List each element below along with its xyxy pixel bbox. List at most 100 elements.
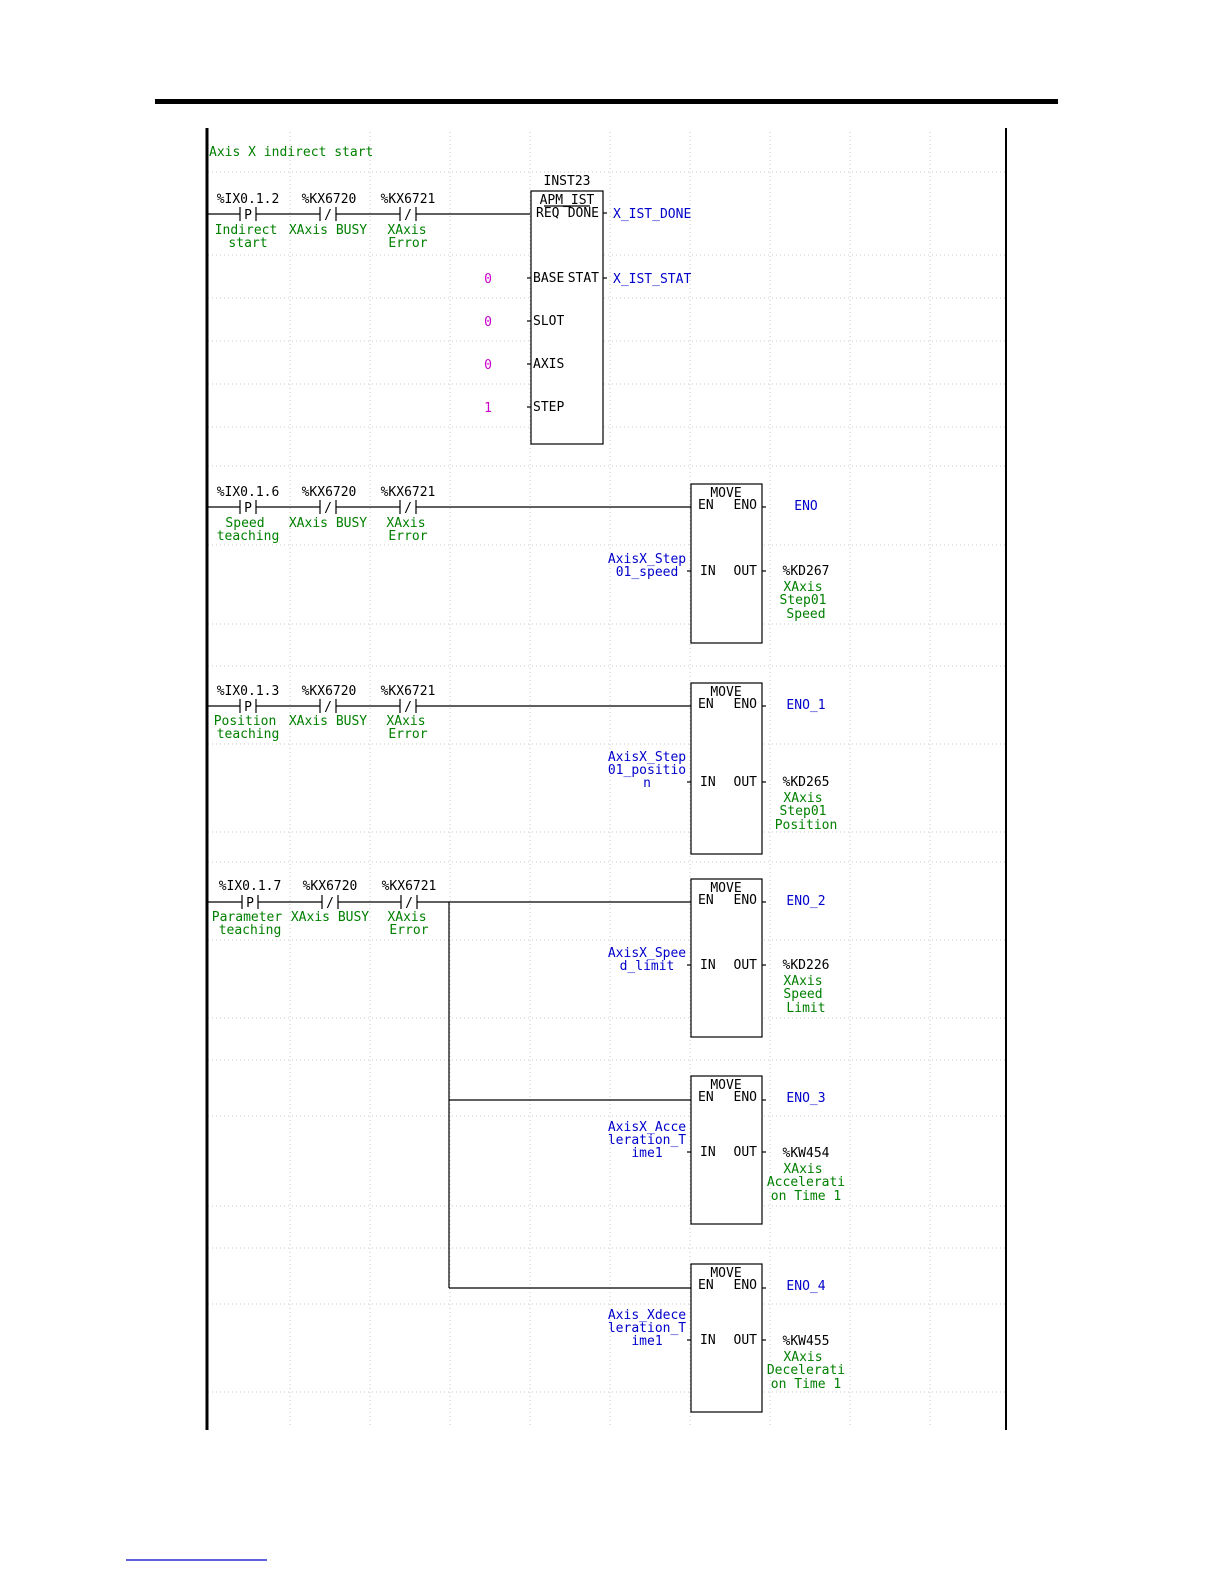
pin-out: OUT	[734, 775, 758, 790]
pin-slot: SLOT	[533, 314, 564, 329]
contact-label-line: Parameter	[212, 910, 283, 925]
contact-symbol: /	[326, 896, 334, 911]
pin-en: EN	[698, 1090, 714, 1105]
move-block[interactable]: MOVE EN ENO IN OUT AxisX_Step 01_speed E…	[608, 483, 830, 644]
contact-parameter-teaching[interactable]: %IX0.1.7 P Parameter teaching	[208, 879, 322, 938]
input-var-line: n	[643, 776, 651, 791]
contact-label-line: Position	[214, 714, 277, 729]
contact-address: %KX6721	[381, 485, 436, 500]
eno-output-var[interactable]: ENO_4	[786, 1279, 825, 1294]
contact-label-line: teaching	[217, 529, 280, 544]
pin-in: IN	[700, 1145, 716, 1160]
contact-xaxis-error[interactable]: %KX6721 / XAxis Error	[381, 485, 691, 544]
contact-symbol: P	[244, 501, 252, 516]
output-address: %KW455	[783, 1334, 830, 1349]
contact-xaxis-busy[interactable]: %KX6720 / XAxis BUSY	[291, 879, 401, 925]
contact-position-teaching[interactable]: %IX0.1.3 P Position teaching	[208, 684, 320, 742]
contact-xaxis-busy[interactable]: %KX6720 / XAxis BUSY	[289, 684, 400, 729]
contact-xaxis-error[interactable]: %KX6721 / XAxis Error	[382, 879, 691, 938]
output-label-line: Limit	[786, 1001, 825, 1016]
move-block[interactable]: MOVE EN ENO IN OUT AxisX_Acce leration_T…	[608, 1075, 845, 1225]
contact-address: %KX6721	[382, 879, 437, 894]
contact-xaxis-error[interactable]: %KX6721 / XAxis Error	[381, 192, 530, 251]
input-var-line: Axis_Xdece	[608, 1308, 686, 1323]
contact-xaxis-busy[interactable]: %KX6720 / XAxis BUSY	[289, 192, 400, 238]
contact-symbol: /	[324, 501, 332, 516]
output-label-line: on Time 1	[771, 1377, 841, 1392]
contact-address: %IX0.1.3	[217, 684, 280, 699]
grid	[208, 132, 1005, 1428]
function-block-apm-ist[interactable]: INST23 APM_IST REQ DONE BASE STAT SLOT A…	[484, 174, 691, 445]
pin-eno: ENO	[734, 893, 758, 908]
pin-base: BASE	[533, 271, 564, 286]
pin-en: EN	[698, 893, 714, 908]
contact-label-line: XAxis BUSY	[289, 223, 367, 238]
pin-en: EN	[698, 697, 714, 712]
contact-xaxis-busy[interactable]: %KX6720 / XAxis BUSY	[289, 485, 400, 531]
pin-out: OUT	[734, 1333, 758, 1348]
pin-eno: ENO	[734, 697, 758, 712]
contact-label-line: XAxis BUSY	[289, 714, 367, 729]
move-block[interactable]: MOVE EN ENO IN OUT AxisX_Step 01_positio…	[608, 682, 838, 855]
input-var-line: ime1	[631, 1146, 662, 1161]
input-var-line: 01_speed	[616, 565, 679, 580]
contact-label-line: XAxis	[386, 516, 425, 531]
contact-symbol: /	[404, 501, 412, 516]
move-block[interactable]: MOVE EN ENO IN OUT Axis_Xdece leration_T…	[608, 1263, 845, 1413]
pin-axis: AXIS	[533, 357, 564, 372]
contact-label-line: Error	[388, 529, 427, 544]
input-var-line: AxisX_Step	[608, 552, 686, 567]
output-address: %KD267	[783, 564, 830, 579]
contact-address: %IX0.1.7	[219, 879, 282, 894]
eno-output-var[interactable]: ENO	[794, 499, 818, 514]
input-var-line: AxisX_Acce	[608, 1120, 686, 1135]
output-address: %KW454	[783, 1146, 830, 1161]
contact-label-line: Error	[389, 923, 428, 938]
contact-label-line: Error	[388, 727, 427, 742]
output-label-line: Accelerati	[767, 1175, 845, 1190]
contact-xaxis-error[interactable]: %KX6721 / XAxis Error	[381, 684, 691, 742]
input-axis-value: 0	[484, 358, 492, 373]
move-block[interactable]: MOVE EN ENO IN OUT AxisX_Spee d_limit EN…	[608, 878, 830, 1038]
contact-label-line: teaching	[219, 923, 282, 938]
contact-address: %KX6721	[381, 684, 436, 699]
rung-comment: Axis X indirect start	[209, 145, 373, 160]
output-label-line: XAxis	[783, 580, 822, 595]
eno-output-var[interactable]: ENO_2	[786, 894, 825, 909]
contact-label-line: XAxis BUSY	[289, 516, 367, 531]
instance-name: INST23	[544, 174, 591, 189]
output-label-line: XAxis	[783, 1350, 822, 1365]
block-name: MOVE	[710, 486, 741, 501]
output-stat-var[interactable]: X_IST_STAT	[613, 272, 691, 287]
output-label-line: Step01	[780, 593, 827, 608]
contact-label-line: start	[228, 236, 267, 251]
contact-label-line: XAxis	[387, 223, 426, 238]
contact-address: %KX6720	[302, 684, 357, 699]
pin-in: IN	[700, 775, 716, 790]
contact-symbol: /	[324, 208, 332, 223]
contact-indirect-start[interactable]: %IX0.1.2 P Indirect start	[208, 192, 320, 251]
input-var-line: ime1	[631, 1334, 662, 1349]
contact-label-line: Error	[388, 236, 427, 251]
block-name: MOVE	[710, 881, 741, 896]
output-done-var[interactable]: X_IST_DONE	[613, 207, 691, 222]
contact-address: %KX6720	[302, 485, 357, 500]
eno-output-var[interactable]: ENO_1	[786, 698, 825, 713]
pin-eno: ENO	[734, 1090, 758, 1105]
input-base-value: 0	[484, 272, 492, 287]
eno-output-var[interactable]: ENO_3	[786, 1091, 825, 1106]
contact-symbol: P	[244, 208, 252, 223]
block-name: MOVE	[710, 685, 741, 700]
input-slot-value: 0	[484, 315, 492, 330]
pin-done: DONE	[568, 206, 599, 221]
contact-address: %IX0.1.2	[217, 192, 280, 207]
block-name: MOVE	[710, 1266, 741, 1281]
contact-label-line: Indirect	[215, 223, 278, 238]
contact-address: %KX6720	[303, 879, 358, 894]
pin-out: OUT	[734, 1145, 758, 1160]
contact-speed-teaching[interactable]: %IX0.1.6 P Speed teaching	[208, 485, 320, 544]
contact-address: %KX6720	[302, 192, 357, 207]
input-var-line: leration_T	[608, 1321, 686, 1336]
output-label-line: Position	[775, 818, 838, 833]
block-name: MOVE	[710, 1078, 741, 1093]
